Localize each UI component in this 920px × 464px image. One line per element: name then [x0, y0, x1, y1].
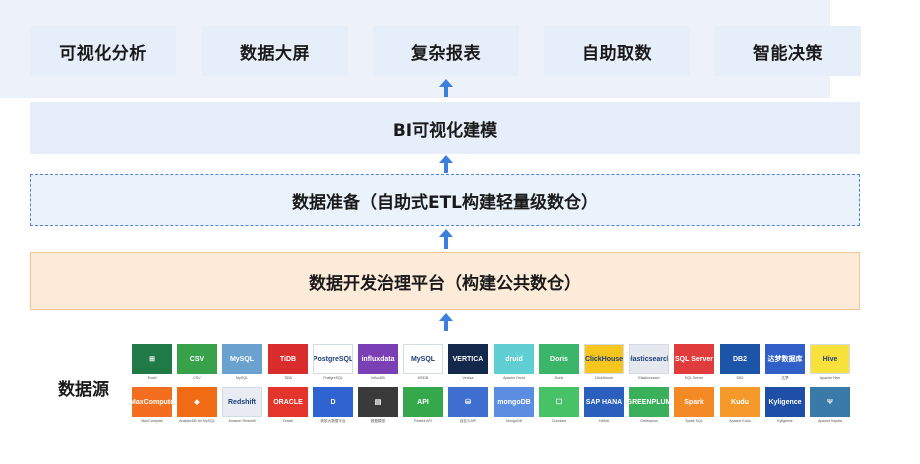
data-source-label: Excel [147, 376, 157, 380]
data-source-label: Apache Kudu [729, 419, 751, 423]
data-source-label: Elasticsearch [638, 376, 660, 380]
top-item-self-service: 自助取数 [544, 26, 690, 76]
arrow-up-icon [439, 155, 453, 175]
data-source-label: Restful API [414, 419, 432, 423]
data-source-label: Vertica [462, 376, 474, 380]
db2-icon: DB2 [720, 344, 760, 374]
impala-icon: Ψ [810, 387, 850, 417]
datamodel-icon: ▤ [358, 387, 398, 417]
sqlserver-icon: SQL Server [674, 344, 714, 374]
data-source-label: Apache Hive [819, 376, 841, 380]
clickhouse-icon: ClickHouse [584, 344, 624, 374]
cloudant-icon: ☐ [539, 387, 579, 417]
mongodb-icon: mongoDB [494, 387, 534, 417]
bi-modeling-layer: BI可视化建模 [30, 102, 860, 154]
kudu-icon: Kudu [720, 387, 760, 417]
data-source-label: Apache Druid [503, 376, 525, 380]
custom-api-icon: ⛁ [448, 387, 488, 417]
druid-icon: druid [494, 344, 534, 374]
greenplum-icon: GREENPLUM [629, 387, 669, 417]
redshift-icon: Redshift [222, 387, 262, 417]
data-source-label: Amazon Redshift [228, 419, 256, 423]
tidb-icon: TiDB [268, 344, 308, 374]
data-prep-layer: 数据准备（自助式ETL构建轻量级数仓） [30, 174, 860, 226]
arrow-up-icon [439, 313, 453, 333]
top-item-visual-analysis: 可视化分析 [30, 26, 176, 76]
data-source-label: CSV [193, 376, 201, 380]
postgresql-icon: PostgreSQL [313, 344, 353, 374]
hana-icon: SAP HANA [584, 387, 624, 417]
data-source-label: 达梦 [781, 376, 789, 380]
data-source-label: MaxCompute [141, 419, 163, 423]
data-source-label: 自定义API [459, 419, 477, 423]
vertica-icon: VERTICA [448, 344, 488, 374]
data-source-label: InfluxDB [371, 376, 385, 380]
top-item-label: 复杂报表 [411, 43, 481, 64]
data-source-label: MTiDB [417, 376, 429, 380]
finebi-icon: D [313, 387, 353, 417]
influxdb-icon: influxdata [358, 344, 398, 374]
maxcompute-icon: MaxCompute [132, 387, 172, 417]
elasticsearch-icon: elasticsearch [629, 344, 669, 374]
data-source-label: DB2 [736, 376, 744, 380]
data-source-label: MySQL [236, 376, 248, 380]
data-source-label: Spark SQL [685, 419, 703, 423]
data-source-label: ClickHouse [594, 376, 614, 380]
data-source-label: HANA [599, 419, 609, 423]
data-source-label: TiDB [284, 376, 292, 380]
oracle-icon: ORACLE [268, 387, 308, 417]
kyligence-icon: Kyligence [765, 387, 805, 417]
data-source-label: Apache Impala [818, 419, 842, 423]
top-item-label: 自助取数 [582, 43, 652, 64]
data-source-label: Kyligence [777, 419, 793, 423]
data-source-label: Oracle [282, 419, 294, 423]
mtidb-icon: MySQL [403, 344, 443, 374]
dameng-icon: 达梦数据库 [765, 344, 805, 374]
spark-icon: Spark [674, 387, 714, 417]
data-source-label: 帆软大数据平台 [320, 419, 346, 423]
data-source-label: PostgreSQL [323, 376, 343, 380]
top-item-label: 可视化分析 [59, 43, 147, 64]
data-source-title: 数据源 [58, 380, 109, 400]
top-item-label: 数据大屏 [240, 43, 310, 64]
mysql-icon: MySQL [222, 344, 262, 374]
data-source-label: Doris [554, 376, 564, 380]
top-item-label: 智能决策 [753, 43, 823, 64]
hive-icon: Hive [810, 344, 850, 374]
arrow-up-icon [439, 79, 453, 99]
data-governance-layer: 数据开发治理平台（构建公共数仓） [30, 252, 860, 310]
api-icon: API [403, 387, 443, 417]
gov-layer-label: 数据开发治理平台（构建公共数仓） [309, 273, 581, 294]
bi-layer-label: BI可视化建模 [392, 120, 498, 141]
doris-icon: Doris [539, 344, 579, 374]
data-source-label: AnalyticDB for MySQL [179, 419, 215, 423]
prep-layer-label: 数据准备（自助式ETL构建轻量级数仓） [291, 192, 599, 213]
data-source-label: 数据模型 [370, 419, 386, 423]
top-item-big-screen: 数据大屏 [202, 26, 348, 76]
data-source-label: Greenplum [640, 419, 658, 423]
top-item-smart-decision: 智能决策 [715, 26, 861, 76]
data-source-label: SQL Server [684, 376, 704, 380]
data-source-label: Cloudant [551, 419, 567, 423]
csv-icon: CSV [177, 344, 217, 374]
arrow-up-icon [439, 229, 453, 251]
data-source-label: MongoDB [506, 419, 522, 423]
analyticdb-icon: ◈ [177, 387, 217, 417]
top-item-complex-report: 复杂报表 [373, 26, 519, 76]
excel-icon: ⊞ [132, 344, 172, 374]
